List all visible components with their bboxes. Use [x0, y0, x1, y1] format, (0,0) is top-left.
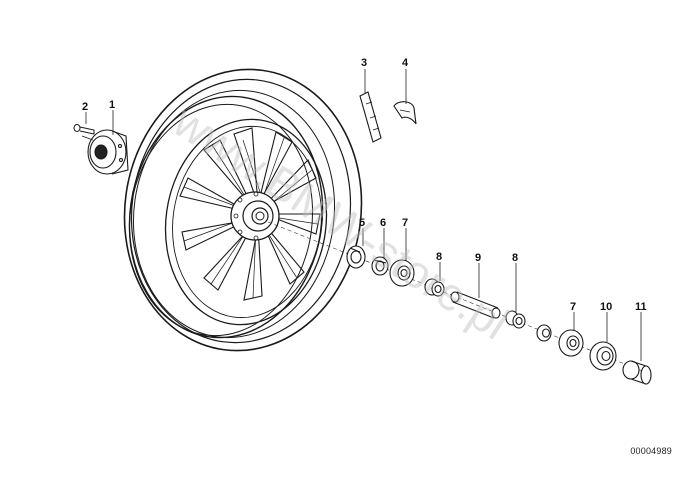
part-7-bearing-right — [558, 329, 584, 357]
callout-labels: 2 1 3 4 5 6 7 8 9 8 7 10 11 — [82, 57, 647, 313]
callout-6: 6 — [380, 217, 386, 229]
callout-5: 5 — [359, 217, 365, 229]
callout-9: 9 — [475, 252, 481, 264]
part-4-clip — [393, 101, 417, 125]
leader-lines — [85, 69, 642, 361]
wheel-spokes — [179, 127, 321, 301]
callout-3: 3 — [361, 57, 367, 69]
document-number: 00004989 — [630, 446, 672, 456]
callout-8: 8 — [436, 251, 442, 263]
callout-7: 7 — [570, 301, 576, 313]
part-5-shaft-seal — [346, 245, 366, 269]
callout-2: 2 — [82, 101, 88, 113]
callout-4: 4 — [402, 57, 409, 69]
part-8-bushing-right — [505, 310, 526, 329]
part-1-flange — [81, 129, 129, 175]
part-9-spacer-tube — [450, 291, 501, 319]
callout-10: 10 — [600, 301, 612, 313]
callout-1: 1 — [109, 99, 115, 111]
callout-11: 11 — [635, 301, 647, 313]
part-11-sleeve — [622, 360, 652, 385]
part-10-shaft-seal — [589, 341, 617, 371]
part-ring-small — [536, 324, 552, 342]
part-3-strip — [359, 91, 382, 143]
part-8-bushing-left — [424, 278, 445, 297]
callout-8: 8 — [512, 252, 518, 264]
watermark: www.BMW-store.pl — [164, 94, 518, 349]
callout-7: 7 — [402, 217, 408, 229]
wheel-hub — [230, 191, 280, 241]
part-2-screw — [73, 124, 95, 135]
part-6-spacer — [371, 256, 389, 276]
wheel-rim — [123, 68, 363, 352]
part-7-bearing-left — [389, 259, 415, 287]
